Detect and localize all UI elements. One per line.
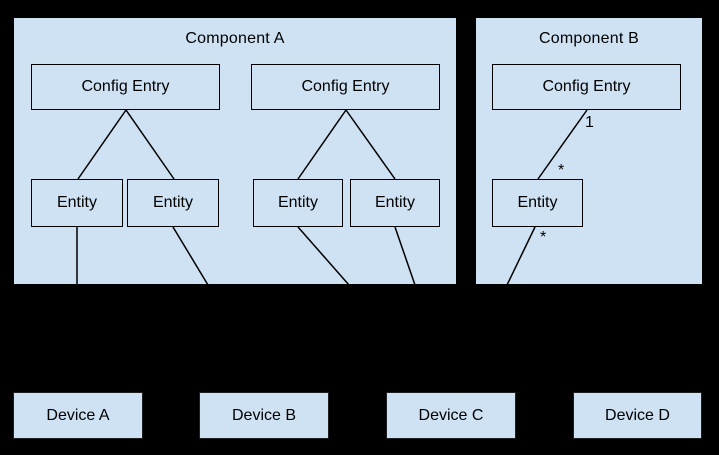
entity-3-label: Entity [277, 194, 318, 211]
component-b-box: Component B [475, 17, 703, 285]
line-config-a1-to-entity-1 [77, 109, 127, 180]
line-entity-3-to-device-c [297, 226, 350, 286]
component-b-title: Component B [538, 30, 640, 47]
config-entry-b-label: Config Entry [542, 78, 631, 95]
config-entry-a1-label: Config Entry [81, 78, 170, 95]
entity-4-box: Entity [350, 179, 440, 227]
component-a-title: Component A [185, 30, 285, 47]
line-config-a2-to-entity-3 [297, 109, 347, 180]
entity-4-label: Entity [374, 194, 415, 211]
device-d-box: Device D [573, 392, 702, 439]
line-entity-2-to-device-b [172, 226, 209, 286]
entity-1-label: Entity [56, 194, 97, 211]
config-entry-b-box: Config Entry [492, 64, 681, 110]
entity-3-box: Entity [253, 179, 343, 227]
device-a-box: Device A [13, 392, 143, 439]
multiplicity-label-star-lower: * [540, 229, 547, 246]
multiplicity-label-star-upper: * [558, 162, 565, 179]
line-entity-b-down [506, 226, 536, 286]
device-d-label: Device D [605, 406, 670, 424]
config-entry-a1-box: Config Entry [31, 64, 220, 110]
device-b-label: Device B [231, 406, 297, 424]
line-config-b-to-entity-b [537, 109, 588, 180]
entity-1-box: Entity [31, 179, 123, 227]
line-config-a2-to-entity-4 [345, 109, 396, 180]
entity-2-label: Entity [152, 194, 193, 211]
config-entry-a2-label: Config Entry [301, 78, 390, 95]
device-c-label: Device C [418, 406, 484, 424]
component-a-box: Component A [13, 17, 457, 285]
device-a-label: Device A [46, 406, 110, 424]
entity-b-box: Entity [492, 179, 583, 227]
device-c-box: Device C [386, 392, 516, 439]
config-entry-a2-box: Config Entry [251, 64, 440, 110]
entity-b-label: Entity [517, 194, 558, 211]
device-b-box: Device B [199, 392, 329, 439]
line-entity-4-down [394, 226, 416, 286]
line-config-a1-to-entity-2 [125, 109, 175, 180]
entity-2-box: Entity [127, 179, 219, 227]
multiplicity-label-one: 1 [585, 114, 594, 131]
